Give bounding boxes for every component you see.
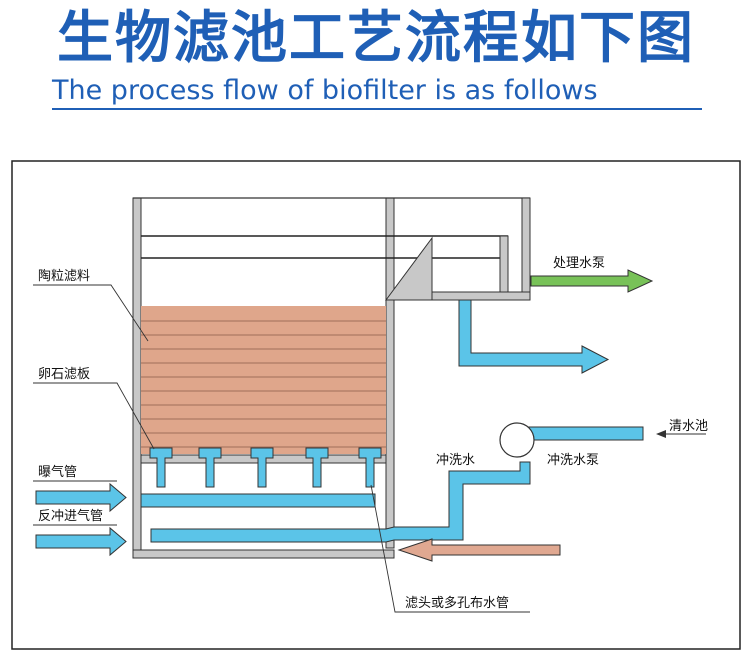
tank-bottom bbox=[132, 549, 395, 559]
ceramsite-filter-media bbox=[141, 306, 386, 454]
wash-water-supply-pipe bbox=[527, 426, 644, 441]
overflow-weir bbox=[385, 236, 433, 301]
filter-nozzle bbox=[250, 447, 274, 488]
label-backwash-pump: 冲洗水泵 bbox=[547, 453, 599, 468]
title-underline bbox=[52, 108, 702, 110]
aeration-inlet-arrow bbox=[35, 482, 127, 513]
label-pebble-plate: 卵石滤板 bbox=[38, 367, 90, 382]
backwash-water-pipe bbox=[150, 461, 531, 543]
label-aeration-pipe: 曝气管 bbox=[38, 464, 77, 480]
filter-nozzle bbox=[149, 447, 173, 488]
tank-right-wall bbox=[385, 197, 395, 549]
treatment-pump-arrow bbox=[530, 269, 654, 293]
label-treatment-pump: 处理水泵 bbox=[553, 256, 605, 271]
leader-lines bbox=[33, 284, 530, 613]
label-filter-nozzle: 滤头或多孔布水管 bbox=[405, 595, 509, 611]
filter-nozzle bbox=[198, 447, 222, 488]
filter-nozzles bbox=[149, 447, 382, 488]
backwash-outflow-arrow bbox=[397, 538, 561, 562]
label-clean-water-tank: 清水池 bbox=[669, 419, 708, 434]
label-ceramsite-media: 陶粒滤料 bbox=[38, 268, 90, 284]
backwash-pump bbox=[499, 422, 535, 458]
backwash-pipes bbox=[35, 422, 644, 557]
page-subtitle: The process flow of biofilter is as foll… bbox=[52, 75, 598, 106]
label-backwash-air-pipe: 反冲进气管 bbox=[38, 508, 103, 524]
leader-ceramsite bbox=[33, 284, 149, 342]
backwash-air-inlet-arrow bbox=[35, 526, 127, 557]
aeration-pipe bbox=[35, 482, 376, 513]
filter-tank bbox=[132, 197, 531, 559]
filter-nozzle bbox=[305, 447, 329, 488]
leader-nozzle bbox=[370, 484, 530, 613]
filter-nozzle bbox=[358, 447, 382, 488]
treated-water-pipe bbox=[458, 299, 610, 374]
clean-water-arrow bbox=[656, 430, 706, 438]
label-backwash-water: 冲洗水 bbox=[436, 453, 475, 468]
page-title: 生物滤池工艺流程如下图 bbox=[57, 6, 695, 71]
tank-left-wall bbox=[132, 197, 142, 559]
leader-pebble bbox=[33, 382, 155, 450]
